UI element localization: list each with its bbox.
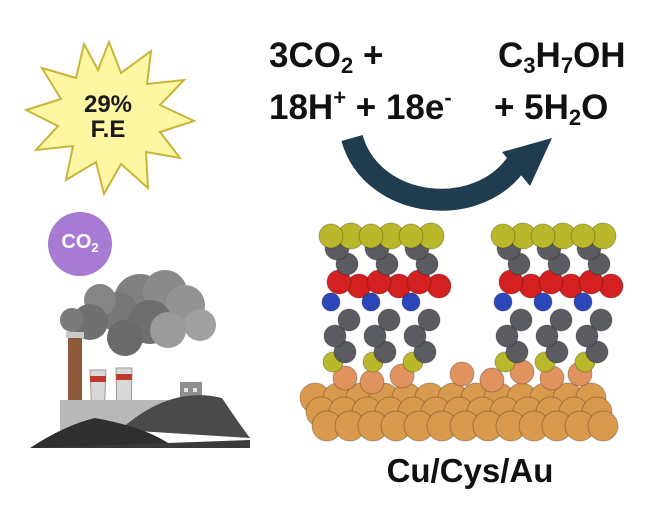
carbon-atom — [403, 324, 427, 348]
nitrogen-atom — [361, 292, 381, 312]
smoke-clouds — [60, 270, 216, 356]
carbon-atom — [337, 308, 361, 332]
reaction-arrow — [341, 134, 552, 211]
carbon-atom — [373, 340, 397, 364]
copper-atom — [479, 367, 505, 393]
reactant-protons-electrons: 18H+ + 18e- — [269, 85, 452, 127]
nitrogen-atom — [401, 292, 421, 312]
sulfur-atom — [570, 223, 596, 249]
copper-atom — [332, 365, 358, 391]
efficiency-label: 29% F.E — [60, 91, 156, 144]
co2-badge-circle — [48, 212, 112, 276]
carbon-atom — [505, 340, 529, 364]
sulfur-atom — [358, 223, 384, 249]
copper-atom — [449, 361, 475, 387]
efficiency-unit: F.E — [90, 116, 126, 144]
carbon-atom — [323, 324, 347, 348]
carbon-atom — [549, 308, 573, 332]
copper-atom — [359, 369, 385, 395]
efficiency-burst — [23, 39, 197, 197]
nitrogen-atom — [573, 292, 593, 312]
nitrogen-atom — [321, 292, 341, 312]
gold-atom — [587, 410, 619, 442]
carbon-atom — [585, 340, 609, 364]
carbon-atom — [495, 324, 519, 348]
carbon-atom — [417, 308, 441, 332]
carbon-atom — [575, 324, 599, 348]
product-water: + 5H2O — [494, 88, 609, 130]
sulfur-atom — [490, 223, 516, 249]
carbon-atom — [413, 340, 437, 364]
sulfur-atom — [530, 223, 556, 249]
carbon-atom — [545, 340, 569, 364]
reactant-co2: 3CO2 + — [269, 36, 384, 78]
product-propanol: C3H7OH — [498, 36, 626, 78]
carbon-atom — [377, 308, 401, 332]
coal-piles — [30, 395, 250, 448]
carbon-atom — [589, 308, 613, 332]
carbon-atom — [333, 340, 357, 364]
carbon-atom — [509, 308, 533, 332]
co2-badge-label: CO2 — [61, 231, 99, 255]
sulfur-atom — [318, 223, 344, 249]
carbon-atom — [363, 324, 387, 348]
catalyst-caption: Cu/Cys/Au — [386, 452, 554, 489]
nitrogen-atom — [493, 292, 513, 312]
cu-cys-au-surface-model — [299, 222, 624, 442]
nitrogen-atom — [533, 292, 553, 312]
carbon-atom — [535, 324, 559, 348]
sulfur-atom — [398, 223, 424, 249]
efficiency-value: 29% — [83, 91, 133, 118]
